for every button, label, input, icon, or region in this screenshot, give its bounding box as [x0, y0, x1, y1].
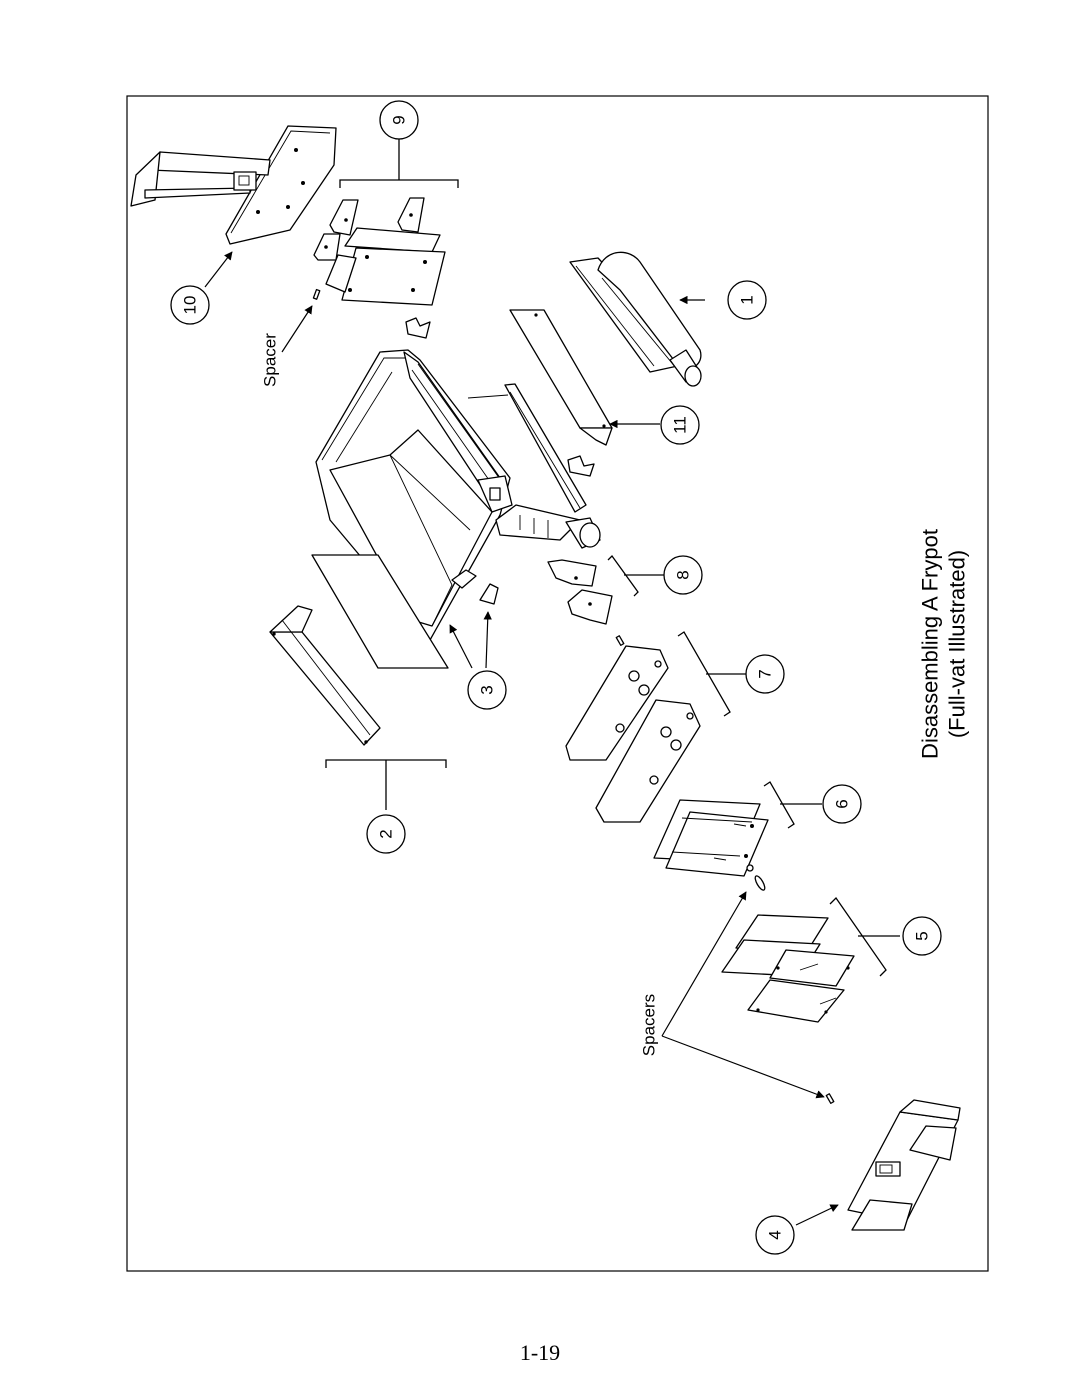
- bracket-8: [607, 555, 664, 597]
- part-4-control: [847, 1099, 961, 1231]
- svg-text:7: 7: [756, 669, 775, 678]
- spacer-part: [746, 864, 754, 872]
- bracket-5: [829, 896, 900, 977]
- callout-2: 2: [366, 814, 406, 854]
- svg-text:5: 5: [913, 931, 932, 940]
- part-6-plates: [653, 799, 769, 877]
- bracket-9: [339, 137, 459, 188]
- callout-4: 4: [755, 1215, 795, 1255]
- figure-subtitle: (Full-vat Illustrated): [945, 550, 970, 738]
- spacer-part: [312, 288, 321, 300]
- svg-text:11: 11: [671, 416, 690, 434]
- callout-1: 1: [727, 280, 767, 320]
- svg-text:10: 10: [181, 296, 200, 315]
- spacers-label: Spacers: [640, 994, 659, 1056]
- svg-text:3: 3: [478, 685, 497, 694]
- clip-part: [405, 317, 431, 339]
- svg-text:9: 9: [390, 115, 409, 124]
- part-1-burner: [569, 251, 702, 387]
- svg-text:6: 6: [833, 799, 852, 808]
- callout-7: 7: [745, 654, 785, 694]
- part-8-brackets: [547, 559, 613, 625]
- callout-8: 8: [663, 555, 703, 595]
- callout-5: 5: [902, 916, 942, 956]
- figure-title: Disassembling A Frypot: [918, 529, 943, 759]
- leader-lines: [204, 251, 839, 1226]
- figure-border: [126, 95, 989, 1272]
- svg-text:8: 8: [674, 570, 693, 579]
- svg-text:2: 2: [377, 829, 396, 838]
- bracket-7: [677, 631, 746, 717]
- callout-3: 3: [467, 670, 507, 710]
- spacer-label: Spacer: [261, 333, 280, 387]
- callout-11: 11: [660, 405, 700, 445]
- svg-text:4: 4: [766, 1230, 785, 1239]
- part-11-panel: [509, 309, 613, 446]
- bracket-2: [325, 759, 447, 810]
- part-2-angle: [269, 605, 381, 746]
- part-5-blocks: [721, 914, 855, 1023]
- clip-part: [567, 455, 595, 477]
- part-9-supports: [313, 197, 446, 306]
- callout-6: 6: [822, 784, 862, 824]
- flat-sheet: [311, 554, 449, 669]
- spacer-part: [754, 875, 766, 891]
- spacer-part: [825, 1093, 835, 1104]
- bracket-6: [763, 781, 822, 829]
- svg-text:1: 1: [738, 295, 757, 304]
- part-7-blocks: [565, 645, 701, 823]
- spacer-part: [615, 635, 625, 646]
- frypot-body: [315, 349, 601, 641]
- callout-10: 10: [170, 285, 210, 325]
- callout-9: 9: [379, 100, 419, 140]
- clip-part: [479, 583, 499, 605]
- page-number: 1-19: [519, 1340, 561, 1365]
- part-10-top-cap: [130, 125, 337, 245]
